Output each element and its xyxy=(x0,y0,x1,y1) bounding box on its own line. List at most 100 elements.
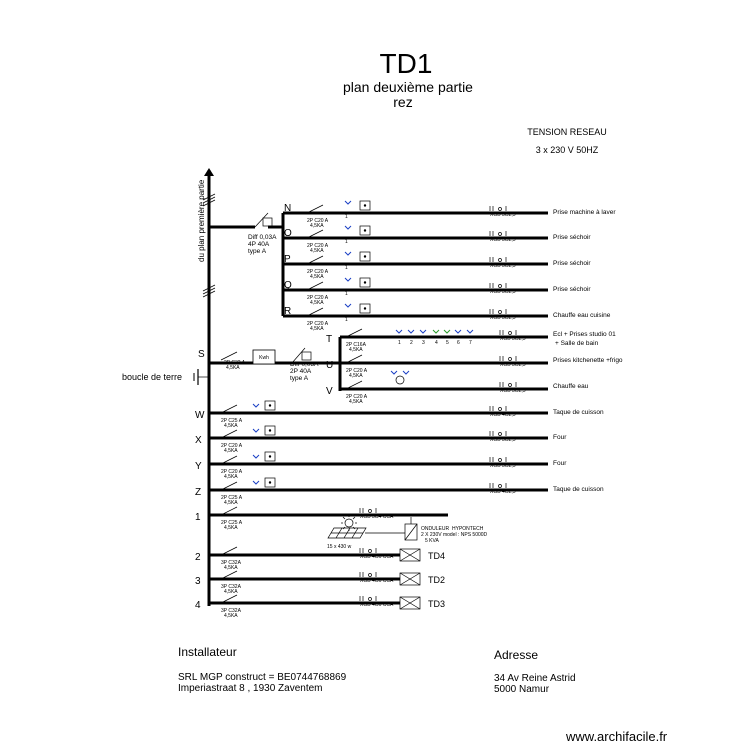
circuit-description: Chauffe eau cuisine xyxy=(553,312,611,319)
point-icon xyxy=(466,329,474,334)
sub-board-label: TD4 xyxy=(428,551,445,561)
svg-text:4,5KA: 4,5KA xyxy=(226,365,240,371)
svg-text:Diff 0,03A: Diff 0,03A xyxy=(248,234,277,241)
circuit-description: Prise séchoir xyxy=(553,234,591,241)
svg-text:1: 1 xyxy=(398,340,401,346)
breaker-symbol xyxy=(220,481,238,491)
breaker-rating: 2P C20 A xyxy=(307,269,329,275)
page-subtitle: plan deuxième partie xyxy=(343,79,473,95)
svg-text:4P 40A: 4P 40A xyxy=(248,241,270,248)
svg-text:15 x 430 w: 15 x 430 w xyxy=(327,544,352,550)
svg-text:2P C32 A: 2P C32 A xyxy=(224,360,246,366)
address-line-2: 5000 Namur xyxy=(494,684,550,695)
svg-text:2 X 230V model : NPS 5000D: 2 X 230V model : NPS 5000D xyxy=(421,532,488,538)
circuit-letter: N xyxy=(284,203,291,214)
breaker-rating: 2P C16A xyxy=(346,342,367,348)
diff-switch-2 xyxy=(291,347,306,364)
circuit-description: Prise machine à laver xyxy=(553,209,616,216)
breaker-symbol xyxy=(306,281,324,291)
breaker-symbol xyxy=(220,570,238,580)
svg-text:Diff 0,03A: Diff 0,03A xyxy=(290,361,319,368)
breaker-symbol xyxy=(220,594,238,604)
earth-mark-icon xyxy=(344,277,352,282)
svg-text:5: 5 xyxy=(446,340,449,346)
svg-text:5 KVA: 5 KVA xyxy=(425,538,439,544)
cable-label: XGB 4G2,5 xyxy=(490,489,516,495)
device-icon xyxy=(395,375,405,385)
solar-installation: 15 x 430 w ONDULEUR HYPONTECH 2 X 230V m… xyxy=(327,515,488,550)
circuit-description: Chauffe eau xyxy=(553,383,589,390)
breaker-rating: 2P C25 A xyxy=(221,418,243,424)
svg-text:1: 1 xyxy=(345,214,348,220)
breaker-rating: 2P C20 A xyxy=(346,394,368,400)
cable-label: XGB 3G2,5 xyxy=(490,437,516,443)
svg-text:1: 1 xyxy=(345,291,348,297)
breaker-symbol xyxy=(306,307,324,317)
point-icon xyxy=(407,329,415,334)
circuit-letter: Y xyxy=(195,461,202,472)
cable-label: XGB 3G2,5 xyxy=(500,336,526,342)
breaker-rating: 2P C20 A xyxy=(221,443,243,449)
cable-label: XGB 3G2,5 xyxy=(490,263,516,269)
cable-label: XGB 4G6 CCA xyxy=(360,602,394,608)
tension-title: TENSION RESEAU xyxy=(527,127,607,137)
svg-text:1: 1 xyxy=(345,239,348,245)
earth-mark-icon xyxy=(252,480,260,485)
svg-text:4: 4 xyxy=(435,340,438,346)
breaker-ka: 4,5KA xyxy=(310,248,324,254)
svg-text:2P 40A: 2P 40A xyxy=(290,368,312,375)
breaker-symbol xyxy=(345,354,363,364)
earth-mark-icon xyxy=(344,200,352,205)
breaker-symbol xyxy=(306,204,324,214)
breaker-symbol xyxy=(220,429,238,439)
earth-mark-icon xyxy=(344,225,352,230)
breaker-rating: 2P C20 A xyxy=(307,218,329,224)
sub-board-icon xyxy=(399,572,421,586)
circuit-description: Four xyxy=(553,434,567,441)
breaker-ka: 4,5KA xyxy=(224,474,238,480)
point-icon xyxy=(454,329,462,334)
cable-label: XGB 3G2,5 xyxy=(490,212,516,218)
installer-line-1: SRL MGP construct = BE0744768869 xyxy=(178,672,347,683)
kwh-meter xyxy=(252,349,276,365)
circuit-description-2: + Salle de bain xyxy=(555,340,599,347)
circuit-letter: 2 xyxy=(195,552,201,563)
svg-text:3: 3 xyxy=(422,340,425,346)
cable-label: XGB 3G2,5 xyxy=(490,315,516,321)
breaker-symbol xyxy=(306,255,324,265)
cable-label: XGB 4G2,5 xyxy=(490,412,516,418)
cable-label: XGB 3G2,5 xyxy=(500,388,526,394)
outlet-icon xyxy=(359,200,371,211)
outlet-icon xyxy=(264,425,276,436)
breaker-rating: 3P C32A xyxy=(221,584,242,590)
breaker-rating: 2P C20 A xyxy=(307,321,329,327)
address-line-1: 34 Av Reine Astrid xyxy=(494,673,576,684)
circuit-letter: V xyxy=(326,386,333,397)
breaker-symbol xyxy=(220,455,238,465)
cable-label: XGB 3G2,5 xyxy=(500,362,526,368)
circuit-letter: R xyxy=(284,306,291,317)
circuit-letter-S: S xyxy=(198,349,205,360)
point-icon xyxy=(395,329,403,334)
circuit-description: Prise séchoir xyxy=(553,286,591,293)
sub-board-label: TD3 xyxy=(428,599,445,609)
breaker-symbol xyxy=(220,404,238,414)
diff-2-text: Diff 0,03A 2P 40A type A xyxy=(290,361,319,382)
breaker-ka: 4,5KA xyxy=(310,223,324,229)
circuit-description: Ecl + Prises studio 01 xyxy=(553,331,616,338)
earth-mark-icon xyxy=(344,251,352,256)
watermark: www.archifacile.fr xyxy=(565,729,668,744)
breaker-ka: 4,5KA xyxy=(310,300,324,306)
svg-text:ONDULEUR: ONDULEUR xyxy=(421,526,449,532)
sub-board-icon xyxy=(399,548,421,562)
